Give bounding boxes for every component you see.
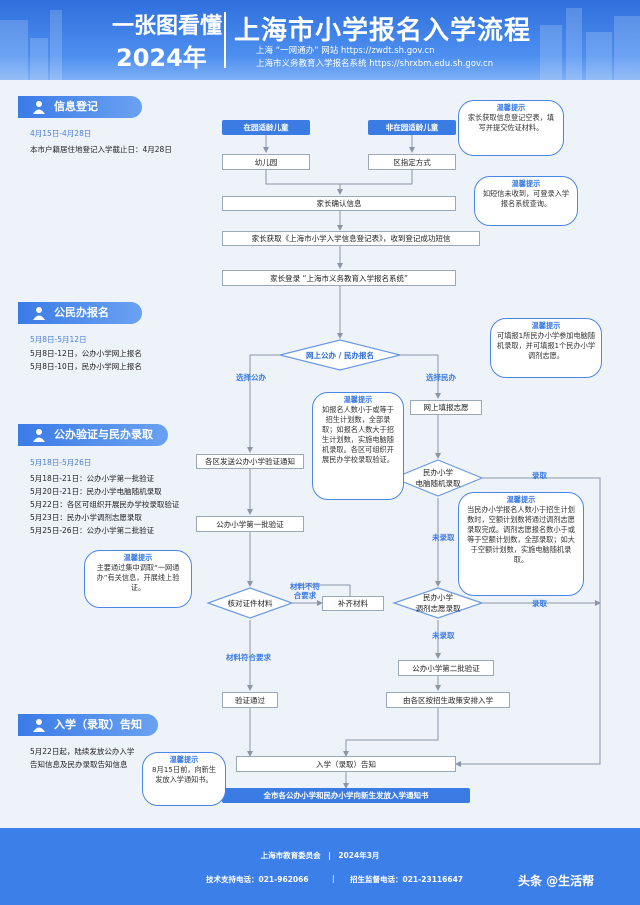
section-title: 入学（录取）告知 <box>54 718 142 731</box>
skyline-building <box>0 20 28 80</box>
node-not-in-park: 非在园适龄儿童 <box>368 120 456 135</box>
section-info-register: 信息登记 <box>18 96 142 118</box>
node-supplement: 补齐材料 <box>322 596 384 611</box>
section-item: 5月8日-12日，公办小学网上报名 <box>30 349 142 358</box>
watermark: 头条 @生活帮 <box>518 874 595 888</box>
tip-text: 主要通过集中调取“一网通办”有关信息，开展线上验证。 <box>96 563 180 592</box>
section-title: 信息登记 <box>54 100 98 113</box>
node-arrange: 由各区按招生政策安排入学 <box>386 692 510 708</box>
person-icon <box>33 307 45 320</box>
section-item: 5月25日-26日：公办小学第二批验证 <box>30 526 155 535</box>
section-date: 4月15日-4月28日 <box>30 129 92 138</box>
skyline-building <box>566 8 582 80</box>
tip-title: 温馨提示 <box>531 321 561 330</box>
node-final: 全市各公办小学和民办小学向新生发放入学通知书 <box>222 788 470 803</box>
page-title: 上海市小学报名入学流程 <box>234 16 532 46</box>
tip-bubble-3: 温馨提示 可填报1所民办小学参加电脑随机录取，并可填报1个民办小学调剂志愿。 <box>490 318 602 378</box>
skyline-building <box>614 16 640 80</box>
adjust-diamond <box>392 587 484 619</box>
tip-title: 温馨提示 <box>343 395 373 404</box>
section-item: 5月22日起，陆续发放公办入学 <box>30 747 135 756</box>
skyline-building <box>540 25 562 80</box>
apply-diamond <box>279 339 401 371</box>
section-title: 公办验证与民办录取 <box>54 428 153 441</box>
section-title: 公民办报名 <box>54 306 109 319</box>
random-diamond <box>392 459 484 497</box>
skyline-building <box>586 32 612 80</box>
header-slogan: 一张图看懂 <box>112 14 223 39</box>
node-get-form: 家长获取《上海市小学入学信息登记表》，收到登记成功短信 <box>222 231 480 246</box>
section-enroll: 公民办报名 <box>18 302 142 324</box>
verify-diamond <box>206 587 294 619</box>
tip-title: 温馨提示 <box>123 553 153 562</box>
tip-title: 温馨提示 <box>506 495 536 504</box>
tip-text: 如报名人数小于或等于招生计划数，全部录取；如报名人数大于招生计划数，实施电脑随机… <box>322 405 394 464</box>
person-icon <box>33 429 45 442</box>
tip-text: 8月15日前，向新生发放入学通知书。 <box>151 765 217 784</box>
node-in-park: 在园适龄儿童 <box>222 120 310 135</box>
section-item: 5月20日-21日：民办小学电脑随机录取 <box>30 487 162 496</box>
header-url-1: 上海 “一网通办” 网站 https://zwdt.sh.gov.cn <box>256 46 435 56</box>
section-item: 5月8日-10日，民办小学网上报名 <box>30 362 142 371</box>
label-adjust: 民办小学 调剂志愿录取 <box>415 593 461 613</box>
label-admitted-1: 录取 <box>532 471 547 480</box>
label-meet: 材料符合要求 <box>226 653 271 662</box>
skyline-building <box>50 10 62 80</box>
tip-bubble-6: 温馨提示 主要通过集中调取“一网通办”有关信息，开展线上验证。 <box>84 550 192 608</box>
header-divider <box>224 12 226 68</box>
label-choose-private: 选择民办 <box>426 373 456 382</box>
person-icon <box>33 719 45 732</box>
skyline-building <box>30 38 48 80</box>
section-item: 5月23日：民办小学调剂志愿录取 <box>30 513 142 522</box>
section-notice: 入学（录取）告知 <box>18 714 158 736</box>
section-date: 5月18日-5月26日 <box>30 458 92 467</box>
footer-tech-phone: 技术支持电话：021-962066 <box>206 875 309 884</box>
tip-text: 可填报1所民办小学参加电脑随机录取，并可填报1个民办小学调剂志愿。 <box>497 331 596 360</box>
tip-text: 当民办小学报名人数小于招生计划数时，空额计划数将通过调剂志愿录取完成。调剂志愿报… <box>467 505 575 564</box>
node-kindergarten: 幼儿园 <box>222 154 310 170</box>
tip-bubble-4: 温馨提示 如报名人数小于或等于招生计划数，全部录取；如报名人数大于招生计划数，实… <box>312 392 404 500</box>
tip-bubble-7: 温馨提示 8月15日前，向新生发放入学通知书。 <box>142 752 226 806</box>
footer: 上海市教育委员会 | 2024年3月 技术支持电话：021-962066 | 招… <box>0 828 640 905</box>
footer-org: 上海市教育委员会 | 2024年3月 <box>260 851 380 860</box>
footer-divider: | <box>332 874 335 883</box>
node-confirm-info: 家长确认信息 <box>222 196 456 211</box>
label-not-meet: 材料不符 合要求 <box>290 582 320 600</box>
section-date: 5月8日-5月12日 <box>30 335 87 344</box>
label-verify-docs: 核对证件材料 <box>227 598 273 608</box>
label-admitted-2: 录取 <box>532 599 547 608</box>
person-icon <box>33 101 45 114</box>
label-choose-public: 选择公办 <box>236 373 266 382</box>
label-not-admitted-1: 未录取 <box>432 533 455 542</box>
node-login: 家长登录 “上海市义务教育入学报名系统” <box>222 270 456 286</box>
tip-bubble-2: 温馨提示 如短信未收到，可登录入学报名系统查询。 <box>474 176 578 226</box>
header-year: 2024年 <box>116 44 207 72</box>
node-second-verify: 公办小学第二批验证 <box>398 660 494 676</box>
tip-title: 温馨提示 <box>169 755 199 764</box>
tip-text: 家长获取信息登记空表，填写并提交佐证材料。 <box>467 113 555 132</box>
tip-title: 温馨提示 <box>511 179 541 188</box>
label-random: 民办小学 电脑随机录取 <box>415 468 461 488</box>
node-notice: 入学（录取）告知 <box>236 756 456 772</box>
section-item: 5月18日-21日：公办小学第一批验证 <box>30 474 155 483</box>
section-item: 5月22日：各区可组织开展民办学校录取验证 <box>30 500 180 509</box>
node-passed: 验证通过 <box>222 692 278 708</box>
label-not-admitted-2: 未录取 <box>432 631 455 640</box>
footer-hotline: 招生监督电话：021-23116647 <box>350 875 464 884</box>
tip-title: 温馨提示 <box>496 103 526 112</box>
node-first-verify: 公办小学第一批验证 <box>196 516 304 532</box>
section-item: 本市户籍居住地登记入学截止日：4月28日 <box>30 145 172 154</box>
tip-bubble-1: 温馨提示 家长获取信息登记空表，填写并提交佐证材料。 <box>458 100 564 156</box>
tip-bubble-5: 温馨提示 当民办小学报名人数小于招生计划数时，空额计划数将通过调剂志愿录取完成。… <box>458 492 584 596</box>
tip-text: 如短信未收到，可登录入学报名系统查询。 <box>482 189 570 208</box>
label-apply: 网上公办 / 民办报名 <box>306 350 374 360</box>
node-fill-private: 网上填报志愿 <box>410 400 482 415</box>
header-banner: 一张图看懂 2024年 上海市小学报名入学流程 上海 “一网通办” 网站 htt… <box>0 0 640 80</box>
section-verify: 公办验证与民办录取 <box>18 424 168 446</box>
node-district-method: 区指定方式 <box>368 154 456 170</box>
header-url-2: 上海市义务教育入学报名系统 https://shrxbm.edu.sh.gov.… <box>256 59 494 69</box>
node-verify-notice: 各区发送公办小学验证通知 <box>196 454 304 469</box>
section-item: 告知信息及民办录取告知信息 <box>30 760 128 769</box>
